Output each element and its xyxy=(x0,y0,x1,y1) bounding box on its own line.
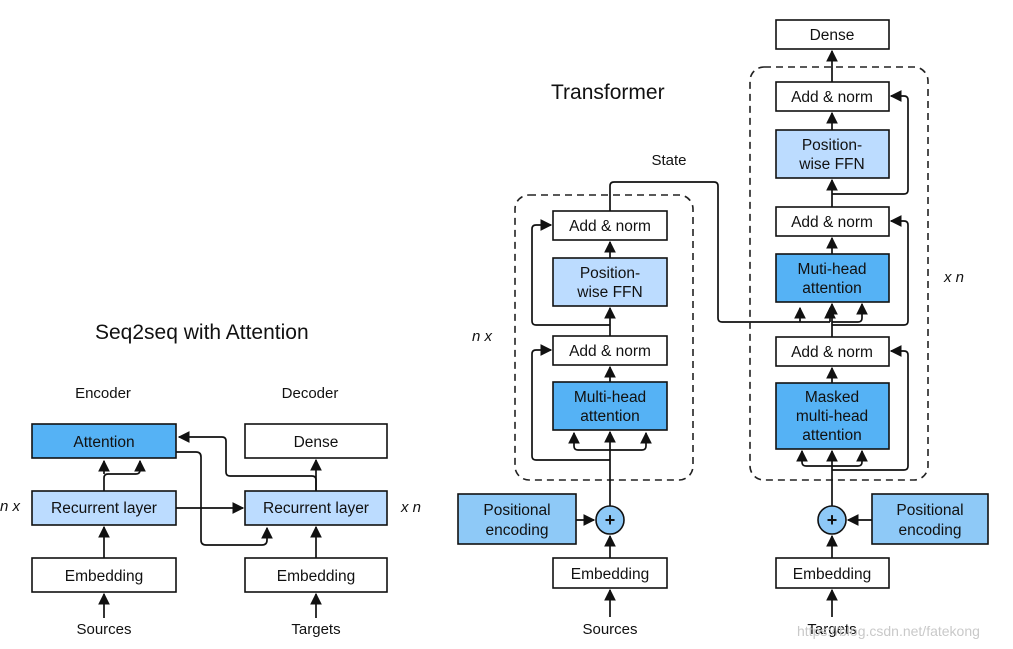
encoder-arrows xyxy=(531,181,836,617)
decoder-positional-encoding-box xyxy=(871,493,989,545)
decoder-embedding-box xyxy=(775,557,890,589)
seq2seq-repeat-left: n x xyxy=(0,498,21,515)
decoder-dense-box xyxy=(244,423,388,459)
decoder-add-norm-mid-box xyxy=(775,206,890,237)
decoder-heading: Decoder xyxy=(282,385,339,402)
decoder-masked-label-line3: attention xyxy=(802,427,861,444)
encoder-add-norm-bottom-label: Add & norm xyxy=(569,343,651,360)
encoder-add-norm-top-box xyxy=(552,210,668,241)
decoder-ffn-label-line2: wise FFN xyxy=(798,156,864,173)
encoder-plus-label: + xyxy=(605,510,616,530)
decoder-positional-label-line1: Positional xyxy=(896,502,963,519)
decoder-masked-label-line2: multi-head xyxy=(796,408,868,425)
encoder-add-norm-top-label: Add & norm xyxy=(569,218,651,235)
encoder-attention-label-line1: Multi-head xyxy=(574,389,646,406)
encoder-embedding-label: Embedding xyxy=(65,568,143,585)
encoder-ffn-label-line2: wise FFN xyxy=(576,284,642,301)
attention-label: Attention xyxy=(73,434,134,451)
seq2seq-repeat-right: x n xyxy=(400,499,421,516)
decoder-arrows xyxy=(796,49,909,617)
encoder-block-border xyxy=(514,194,694,481)
decoder-masked-label-line1: Masked xyxy=(805,389,859,406)
seq2seq-title: Seq2seq with Attention xyxy=(95,321,309,344)
transformer-repeat-right: x n xyxy=(943,269,964,286)
encoder-multihead-attention-box xyxy=(552,381,668,431)
encoder-ffn-label-line1: Position- xyxy=(580,265,640,282)
decoder-embedding-box xyxy=(244,557,388,593)
encoder-recurrent-layer-box xyxy=(31,490,177,526)
decoder-add-norm-bottom-label: Add & norm xyxy=(791,344,873,361)
watermark-text: https://blog.csdn.net/fatekong xyxy=(797,623,980,639)
decoder-add-norm-top-label: Add & norm xyxy=(791,89,873,106)
decoder-masked-attention-box xyxy=(775,382,890,450)
transformer-diagram: Transformer State n x x n Add & norm Pos… xyxy=(457,19,989,638)
decoder-embedding-label: Embedding xyxy=(793,566,871,583)
decoder-dense-label: Dense xyxy=(810,27,855,44)
encoder-embedding-box xyxy=(552,557,668,589)
decoder-embedding-label: Embedding xyxy=(277,568,355,585)
decoder-cross-label-line2: attention xyxy=(802,280,861,297)
seq2seq-diagram: Seq2seq with Attention Encoder Decoder A… xyxy=(0,321,421,638)
decoder-ffn-label-line1: Position- xyxy=(802,137,862,154)
seq2seq-arrows xyxy=(98,431,322,618)
transformer-sources-label: Sources xyxy=(582,621,637,638)
decoder-ffn-box xyxy=(775,129,890,179)
transformer-targets-label: Targets xyxy=(807,621,856,638)
decoder-recurrent-layer-box xyxy=(244,490,388,526)
encoder-embedding-label: Embedding xyxy=(571,566,649,583)
decoder-cross-attention-box xyxy=(775,253,890,303)
transformer-repeat-left: n x xyxy=(472,328,493,345)
state-label: State xyxy=(651,152,686,169)
encoder-attention-label-line2: attention xyxy=(580,408,639,425)
encoder-heading: Encoder xyxy=(75,385,131,402)
targets-label: Targets xyxy=(291,621,340,638)
decoder-plus-label: + xyxy=(827,510,838,530)
sources-label: Sources xyxy=(76,621,131,638)
encoder-positional-label-line2: encoding xyxy=(486,522,549,539)
decoder-add-norm-bottom-box xyxy=(775,336,890,367)
decoder-add-norm-mid-label: Add & norm xyxy=(791,214,873,231)
encoder-positional-label-line1: Positional xyxy=(483,502,550,519)
encoder-recurrent-layer-label: Recurrent layer xyxy=(51,500,157,517)
decoder-cross-label-line1: Muti-head xyxy=(798,261,867,278)
encoder-positional-encoding-box xyxy=(457,493,577,545)
decoder-dense-label: Dense xyxy=(294,434,339,451)
attention-box xyxy=(31,423,177,459)
decoder-positional-label-line2: encoding xyxy=(899,522,962,539)
encoder-add-norm-bottom-box xyxy=(552,335,668,366)
decoder-dense-box xyxy=(775,19,890,50)
decoder-recurrent-layer-label: Recurrent layer xyxy=(263,500,369,517)
decoder-block-border xyxy=(749,66,929,481)
transformer-title: Transformer xyxy=(551,81,665,104)
